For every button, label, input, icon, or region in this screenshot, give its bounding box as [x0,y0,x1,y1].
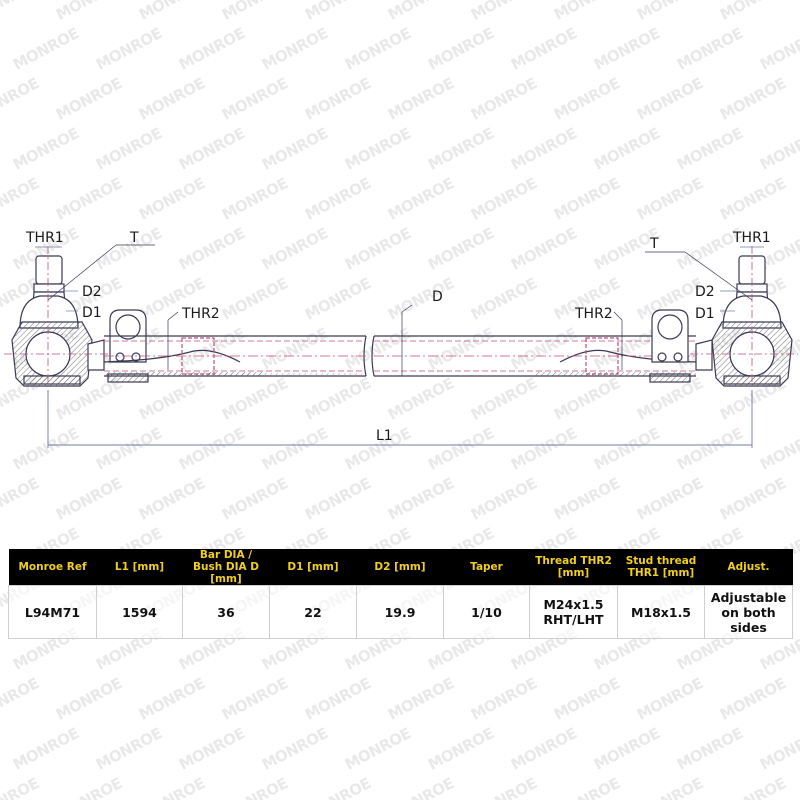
watermark-logo: MONROE [590,724,663,774]
cell-taper: 1/10 [443,585,530,639]
label-thr1-left: THR1 [25,230,64,246]
watermark-logo: MONROE [9,724,82,774]
right-clamp [649,309,691,383]
watermark-logo: MONROE [507,724,580,774]
watermark-logo: MONROE [218,674,291,724]
watermark-logo: MONROE [384,774,457,800]
label-d1-right: D1 [695,306,715,322]
watermark-logo: MONROE [52,774,125,800]
watermark-logo: MONROE [301,774,374,800]
watermark-logo: MONROE [218,774,291,800]
watermark-logo: MONROE [633,774,706,800]
label-d2-left: D2 [82,284,102,300]
watermark-logo: MONROE [550,774,623,800]
watermark-logo: MONROE [467,674,540,724]
cell-l1: 1594 [96,585,183,639]
cell-stud-thread-thr1: M18x1.5 [617,585,705,639]
header-bar-dia: Bar DIA / Bush DIA D [mm] [182,549,270,586]
table-row: L94M71 1594 36 22 19.9 1/10 M24x1.5 RHT/… [8,585,793,639]
label-d1-left: D1 [82,305,102,321]
watermark-logo: MONROE [258,724,331,774]
watermark-logo: MONROE [550,674,623,724]
watermark-logo: MONROE [92,724,165,774]
label-thr2-left: THR2 [181,306,220,322]
header-stud-thread-thr1: Stud thread THR1 [mm] [617,549,705,586]
spec-table: Monroe Ref L1 [mm] Bar DIA / Bush DIA D … [8,549,793,639]
watermark-logo: MONROE [424,724,497,774]
watermark-logo: MONROE [135,674,208,724]
watermark-logo: MONROE [301,674,374,724]
watermark-logo: MONROE [135,774,208,800]
watermark-logo: MONROE [716,774,789,800]
cell-thread-thr2: M24x1.5 RHT/LHT [529,585,618,639]
header-taper: Taper [443,549,530,586]
label-t-right: T [649,236,659,252]
watermark-logo: MONROE [467,774,540,800]
watermark-logo: MONROE [633,674,706,724]
header-d1: D1 [mm] [269,549,357,586]
header-monroe-ref: Monroe Ref [8,549,97,586]
leader-lines [35,244,764,376]
watermark-logo: MONROE [673,724,746,774]
header-thread-thr2: Thread THR2 [mm] [529,549,618,586]
cell-monroe-ref: L94M71 [8,585,97,639]
watermark-logo: MONROE [341,724,414,774]
label-d: D [432,289,443,305]
watermark-logo: MONROE [384,674,457,724]
watermark-logo: MONROE [756,724,800,774]
tube-left [103,335,367,377]
cell-d2: 19.9 [356,585,444,639]
watermark-logo: MONROE [0,674,42,724]
table-header-row: Monroe Ref L1 [mm] Bar DIA / Bush DIA D … [8,549,793,586]
label-l1: L1 [376,428,393,444]
label-thr2-right: THR2 [574,306,613,322]
header-l1: L1 [mm] [96,549,183,586]
watermark-logo: MONROE [52,674,125,724]
watermark-logo: MONROE [175,724,248,774]
tube-right [371,335,697,377]
watermark-logo: MONROE [716,674,789,724]
label-thr1-right: THR1 [732,230,771,246]
cell-adjust: Adjustable on both sides [704,585,793,639]
header-adjust: Adjust. [704,549,793,586]
cell-bar-dia: 36 [182,585,270,639]
l1-dimension [47,390,753,448]
tie-rod-technical-drawing: THR1 T D2 D1 THR2 D THR2 T THR1 D2 D1 L1 [4,230,798,448]
label-d2-right: D2 [695,284,715,300]
label-t-left: T [129,230,139,246]
left-ball-joint [11,255,105,387]
watermark-logo: MONROE [0,774,42,800]
header-d2: D2 [mm] [356,549,444,586]
cell-d1: 22 [269,585,357,639]
